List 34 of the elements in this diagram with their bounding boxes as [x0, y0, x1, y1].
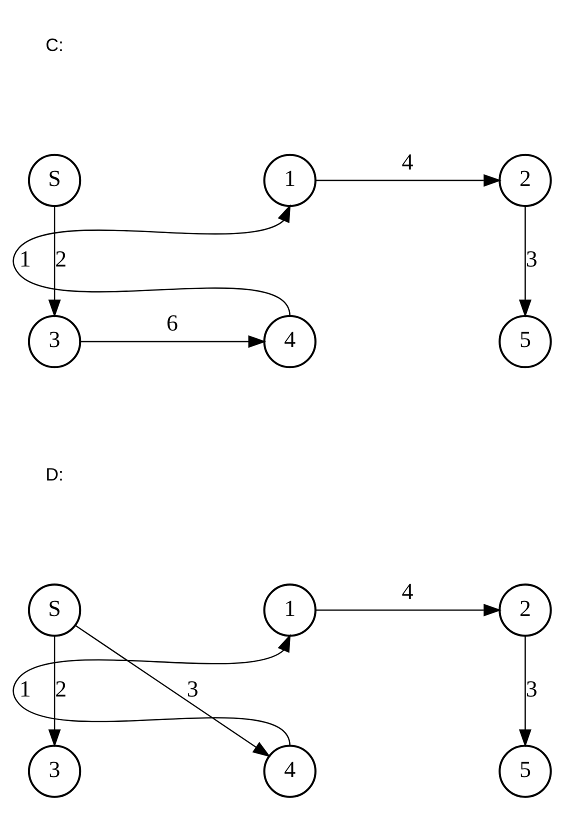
node-circle: 5 — [498, 744, 552, 798]
node-circle: 4 — [263, 744, 316, 798]
edge-label: 4 — [402, 578, 414, 604]
edge-label: 3 — [526, 245, 538, 272]
node-circle: 2 — [498, 153, 552, 207]
edge-label: 1 — [19, 245, 31, 272]
arrow — [316, 603, 502, 616]
arrow — [316, 174, 502, 186]
arrow — [80, 334, 266, 348]
edge-label: 3 — [526, 674, 538, 701]
node-circle: S — [28, 153, 82, 207]
edge-label: 2 — [55, 245, 67, 272]
arrow — [518, 206, 532, 318]
node-circle: 3 — [28, 744, 82, 798]
node-circle: 4 — [263, 314, 316, 368]
arrow — [12, 633, 291, 746]
node-circle: 5 — [498, 314, 552, 368]
edge-label: 3 — [186, 674, 198, 701]
node-circle: 1 — [263, 153, 316, 207]
node-circle: 2 — [498, 583, 552, 636]
label: C: — [46, 34, 64, 54]
label: D: — [46, 464, 64, 484]
node-circle: 1 — [263, 583, 316, 636]
edge-label: 4 — [402, 148, 414, 174]
node-circle: 3 — [28, 314, 82, 368]
edge-label: 1 — [19, 674, 31, 701]
node-circle: S — [28, 583, 82, 636]
arrow — [48, 635, 61, 747]
arrow — [75, 624, 271, 757]
arrow — [12, 204, 291, 316]
edge-label: 6 — [166, 309, 178, 336]
arrow — [518, 635, 532, 747]
edge-label: 2 — [55, 674, 67, 701]
arrow — [48, 206, 61, 318]
